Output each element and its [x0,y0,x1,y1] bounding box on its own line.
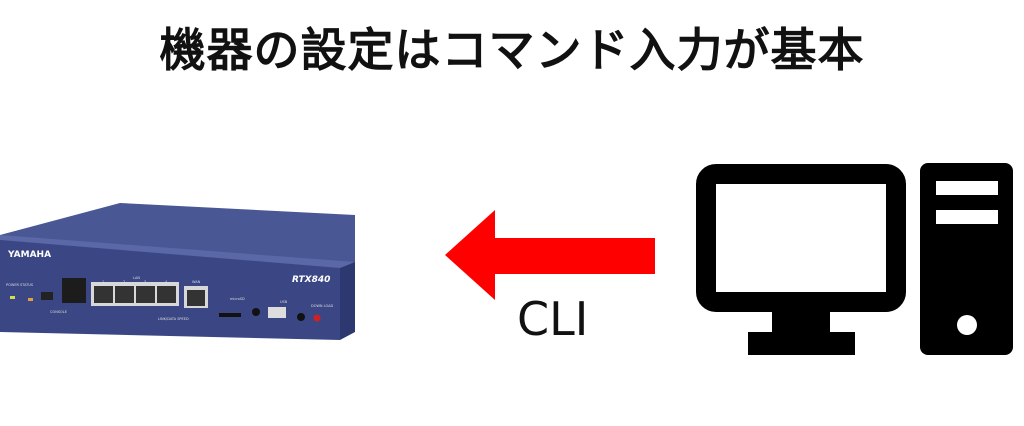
cli-label: CLI [517,292,589,346]
console-label: CONSOLE [50,310,67,314]
status-label: STATUS [20,283,34,287]
lan-port-number: 2 [123,280,125,284]
link-label: LINK/DATA SPEED [158,317,189,321]
lan-port-number: 1 [102,280,104,284]
desktop-computer-icon [696,163,1013,355]
slide-title: 機器の設定はコマンド入力が基本 [159,23,865,77]
download-label: DOWN LOAD [311,304,334,308]
router-brand: YAMAHA [7,250,51,260]
arrow-left-icon [445,210,655,300]
lan-port-3 [136,286,155,303]
lan-label: LAN [133,276,140,280]
usb-port [268,307,286,318]
usb-mini-port [41,292,53,300]
lan-port-2 [115,286,134,303]
usb-label: USB [280,300,288,304]
lan-port-1 [94,286,113,303]
lan-port-number: 3 [144,280,146,284]
power-led [10,296,15,299]
status-led [28,298,33,301]
router-model: RTX840 [292,275,330,285]
microsd-label: microSD [230,297,245,301]
wan-port [187,290,205,306]
download-button [313,314,321,322]
lan-port-number: 4 [165,280,168,284]
wan-label: WAN [192,280,201,284]
monitor-icon [696,164,906,312]
lan-port-4 [157,286,176,303]
router-image: YAMAHA RTX840 POWER STATUS CONSOLE LAN W… [0,203,355,340]
console-port [62,278,86,303]
power-label: POWER [6,283,20,287]
microsd-slot [219,313,241,317]
